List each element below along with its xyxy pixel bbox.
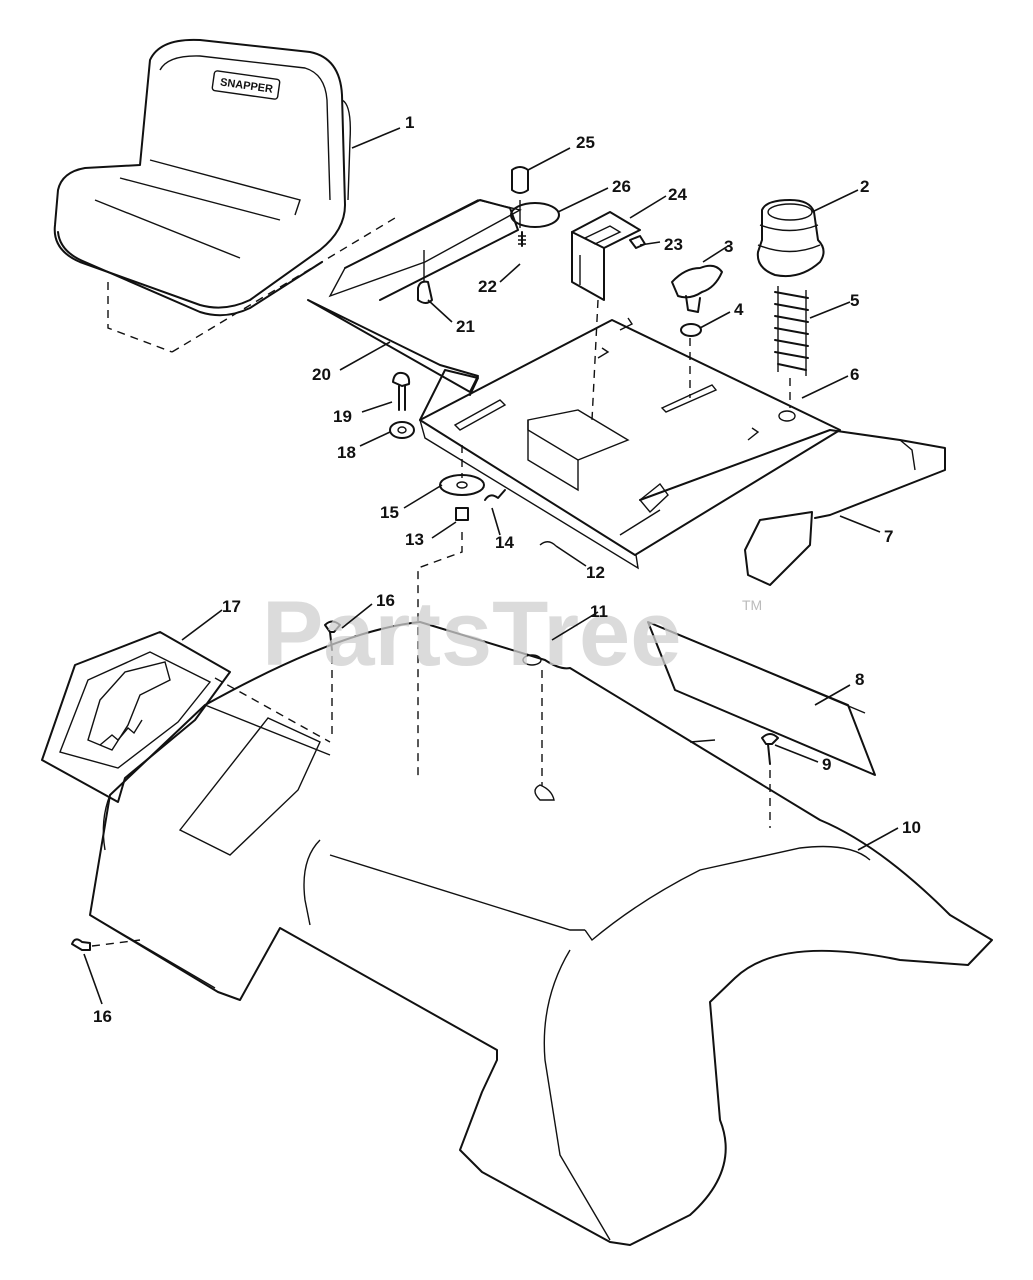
- callout-1: 1: [405, 113, 414, 132]
- bracket-24[interactable]: [571, 211, 641, 301]
- callout-12: 12: [586, 563, 605, 582]
- watermark-trademark: TM: [742, 597, 762, 613]
- callout-3: 3: [724, 237, 733, 256]
- trim-strip[interactable]: [647, 621, 876, 776]
- callout-labels: 1 2 3 4 5 6 7 8 9 10 11 12 13 14 15 16 1…: [93, 113, 921, 1026]
- hinge-hardware[interactable]: [344, 166, 560, 304]
- callout-16-top: 16: [376, 591, 395, 610]
- callout-25: 25: [576, 133, 595, 152]
- seat-pan[interactable]: [307, 199, 946, 586]
- callout-leaders: [83, 127, 899, 1005]
- callout-15: 15: [380, 503, 399, 522]
- callout-22: 22: [478, 277, 497, 296]
- shift-plate[interactable]: [41, 631, 331, 803]
- callout-14: 14: [495, 533, 514, 552]
- watermark-text: PartsTree: [262, 583, 681, 685]
- callout-9: 9: [822, 755, 831, 774]
- callout-17: 17: [222, 597, 241, 616]
- small-hardware[interactable]: [389, 235, 646, 778]
- callout-11: 11: [590, 602, 608, 621]
- callout-21: 21: [456, 317, 475, 336]
- callout-6: 6: [850, 365, 859, 384]
- callout-18: 18: [337, 443, 356, 462]
- callout-24: 24: [668, 185, 687, 204]
- isolator-spring[interactable]: [756, 199, 825, 422]
- knob-assembly[interactable]: [671, 264, 723, 398]
- callout-19: 19: [333, 407, 352, 426]
- callout-10: 10: [902, 818, 921, 837]
- brand-plate: [211, 70, 281, 100]
- callout-4: 4: [734, 300, 744, 319]
- callout-20: 20: [312, 365, 331, 384]
- callout-2: 2: [860, 177, 869, 196]
- callout-8: 8: [855, 670, 864, 689]
- callout-26: 26: [612, 177, 631, 196]
- callout-23: 23: [664, 235, 683, 254]
- callout-7: 7: [884, 527, 893, 546]
- callout-13: 13: [405, 530, 424, 549]
- seat[interactable]: SNAPPER: [53, 38, 396, 353]
- fender[interactable]: [89, 621, 993, 1246]
- callout-5: 5: [850, 291, 859, 310]
- callout-16-bottom: 16: [93, 1007, 112, 1026]
- screws[interactable]: [71, 620, 779, 951]
